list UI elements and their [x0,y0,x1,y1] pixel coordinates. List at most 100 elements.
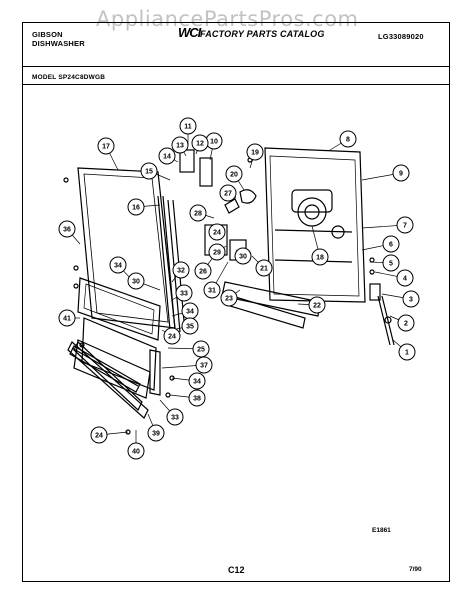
callout-number: 30 [239,254,247,261]
part-callout-24: 24 [163,327,181,345]
part-callout-35: 35 [181,317,199,335]
callout-circle [127,272,145,290]
part-callout-25: 25 [192,340,210,358]
part-callout-9: 9 [392,164,410,182]
part-callout-38: 38 [188,389,206,407]
part-callout-5: 5 [382,254,400,272]
callout-circle [97,137,115,155]
document-number: LG33089020 [378,32,424,41]
part-callout-24: 24 [208,223,226,241]
callout-number: 20 [230,172,238,179]
part-callout-6: 6 [382,235,400,253]
callout-number: 13 [176,143,184,150]
part-callout-26: 26 [194,262,212,280]
catalog-title: FACTORY PARTS CATALOG [200,29,325,39]
callout-circle [171,136,189,154]
part-callout-32: 32 [172,261,190,279]
part-callout-20: 20 [225,165,243,183]
watermark: AppliancePartsPros.com [96,7,359,31]
callout-circle [179,117,197,135]
callout-circle [246,143,264,161]
part-callout-3: 3 [402,290,420,308]
callout-circle [308,296,326,314]
callout-number: 31 [208,288,216,295]
screws [63,157,375,435]
callout-circle [147,424,165,442]
part-callout-39: 39 [147,424,165,442]
callout-circle [397,314,415,332]
callout-circle [109,256,127,274]
callout-circle [172,261,190,279]
part-callout-31: 31 [203,281,221,299]
callout-circle [208,223,226,241]
drawing-code: E1861 [372,527,391,534]
model-rule [22,84,450,85]
part-callout-27: 27 [219,184,237,202]
callout-number: 32 [177,268,185,275]
part-callout-40: 40 [127,442,145,460]
part-callout-33: 33 [166,408,184,426]
part-callout-18: 18 [311,248,329,266]
callout-circle [203,281,221,299]
callout-number: 34 [193,379,201,386]
model-label: MODEL SP24C8DWGB [32,74,106,81]
callout-number: 9 [399,171,403,178]
callout-number: 6 [389,242,393,249]
callout-number: 7 [403,223,407,230]
part-callout-34: 34 [109,256,127,274]
callout-circle [181,317,199,335]
callout-circle [396,216,414,234]
callout-circle [166,408,184,426]
callout-number: 25 [197,347,205,354]
callout-circle [175,284,193,302]
part-callout-29: 29 [208,243,226,261]
part-callout-30: 30 [234,247,252,265]
part-callout-12: 12 [191,134,209,152]
callout-group: 1234567891011121314151617181920212223242… [58,117,420,460]
callout-number: 5 [389,261,393,268]
callout-circle [127,198,145,216]
callout-circle [127,442,145,460]
callout-circle [163,327,181,345]
callout-circle [58,309,76,327]
callout-circle [191,134,209,152]
callout-circle [219,184,237,202]
callout-number: 24 [168,334,176,341]
callout-number: 36 [63,227,71,234]
callout-number: 10 [210,139,218,146]
inner-door-liner [264,147,366,303]
callout-number: 26 [199,269,207,276]
callout-number: 34 [114,263,122,270]
part-callout-34: 34 [181,302,199,320]
outer-door-panel [77,167,176,329]
kickplate [67,341,149,419]
callout-number: 34 [186,309,194,316]
page-code: C12 [228,565,245,575]
part-callout-2: 2 [397,314,415,332]
callout-circle [208,243,226,261]
brand-name: GIBSON [32,30,63,39]
revision-date: 7/90 [409,566,422,573]
callout-circle [188,372,206,390]
callout-number: 1 [405,350,409,357]
callout-circle [311,248,329,266]
callout-circle [396,269,414,287]
part-callout-4: 4 [396,269,414,287]
callout-number: 22 [313,303,321,310]
callout-circle [90,426,108,444]
callout-number: 33 [171,415,179,422]
callout-circle [339,130,357,148]
callout-number: 29 [213,250,221,257]
callout-circle [140,162,158,180]
part-callout-14: 14 [158,147,176,165]
callout-number: 15 [145,169,153,176]
hinge-assembly [369,283,395,346]
callout-circle [188,389,206,407]
callout-circle [225,165,243,183]
part-callout-36: 36 [58,220,76,238]
callout-number: 8 [346,137,350,144]
callout-circle [402,290,420,308]
part-callout-34: 34 [188,372,206,390]
callout-number: 28 [194,211,202,218]
